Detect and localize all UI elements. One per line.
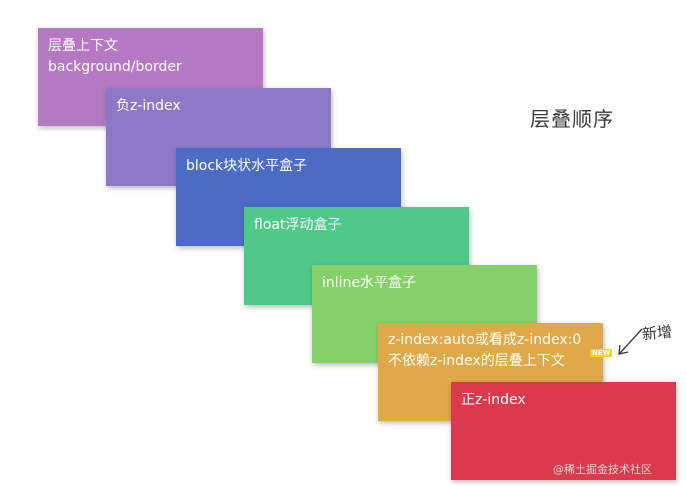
layer-label-line: 层叠上下文 bbox=[48, 38, 118, 54]
layer-label-line: 不依赖z-index的层叠上下文 bbox=[388, 353, 565, 369]
arrow-icon bbox=[618, 328, 643, 355]
layer-label-line: 负z-index bbox=[116, 98, 181, 114]
layer-positive-z-index: 正z-index bbox=[451, 382, 676, 480]
watermark: @稀土掘金技术社区 bbox=[553, 463, 652, 476]
layer-label-line: inline水平盒子 bbox=[322, 275, 417, 291]
layer-label-line: z-index:auto或看成z-index:0 bbox=[388, 332, 582, 348]
new-badge: NEW bbox=[590, 349, 613, 357]
layer-label-line: block块状水平盒子 bbox=[186, 158, 308, 174]
layer-label-line: background/border bbox=[48, 59, 182, 75]
diagram-title: 层叠顺序 bbox=[530, 107, 614, 131]
layer-label-line: 正z-index bbox=[461, 392, 526, 408]
layer-label-line: float浮动盒子 bbox=[254, 217, 342, 233]
